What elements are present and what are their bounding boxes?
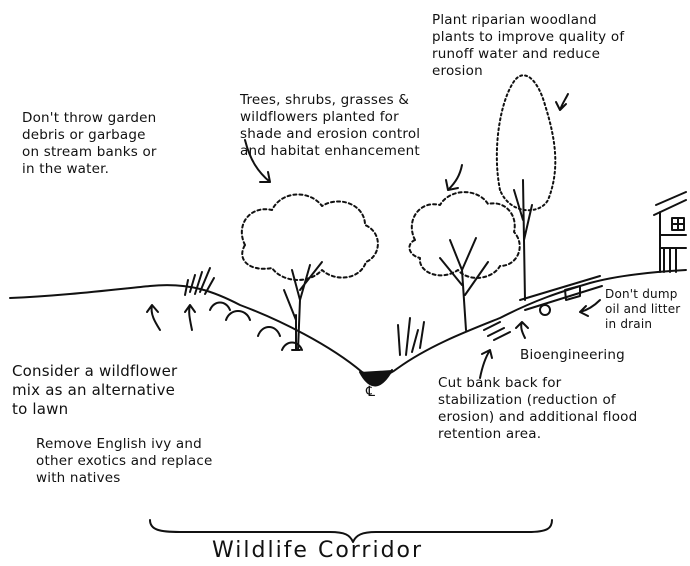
stream-centerline-symbol: ℄ <box>366 384 376 400</box>
middle-tree <box>408 191 521 331</box>
planting-note: Trees, shrubs, grasses & wildflowers pla… <box>240 92 421 159</box>
left-tree <box>240 193 379 351</box>
storm-drain <box>539 304 551 316</box>
wildflower-note: Consider a wildflower mix as an alternat… <box>12 362 178 418</box>
corridor-brace <box>149 519 553 543</box>
left-bank-shrubs <box>209 301 303 351</box>
riparian-note: Plant riparian woodland plants to improv… <box>432 12 625 79</box>
bioengineering-label: Bioengineering <box>520 347 625 363</box>
stream-water <box>359 369 393 387</box>
bank-rock-edge <box>519 275 603 311</box>
annotation-arrows <box>146 93 601 379</box>
english-ivy-note: Remove English ivy and other exotics and… <box>36 436 213 486</box>
drain-note: Don't dump oil and litter in drain <box>605 287 681 331</box>
riparian-poplar-tree <box>495 74 557 301</box>
lawn-tuft <box>184 267 215 296</box>
bioengineering-stakes <box>483 321 511 341</box>
debris-note: Don't throw garden debris or garbage on … <box>22 110 157 177</box>
diagram-title: Wildlife Corridor <box>212 538 424 563</box>
cut-bank-note: Cut bank back for stabilization (reducti… <box>438 375 638 442</box>
stream-reeds <box>397 317 425 356</box>
house <box>653 191 687 273</box>
drain-pipe <box>564 285 581 301</box>
